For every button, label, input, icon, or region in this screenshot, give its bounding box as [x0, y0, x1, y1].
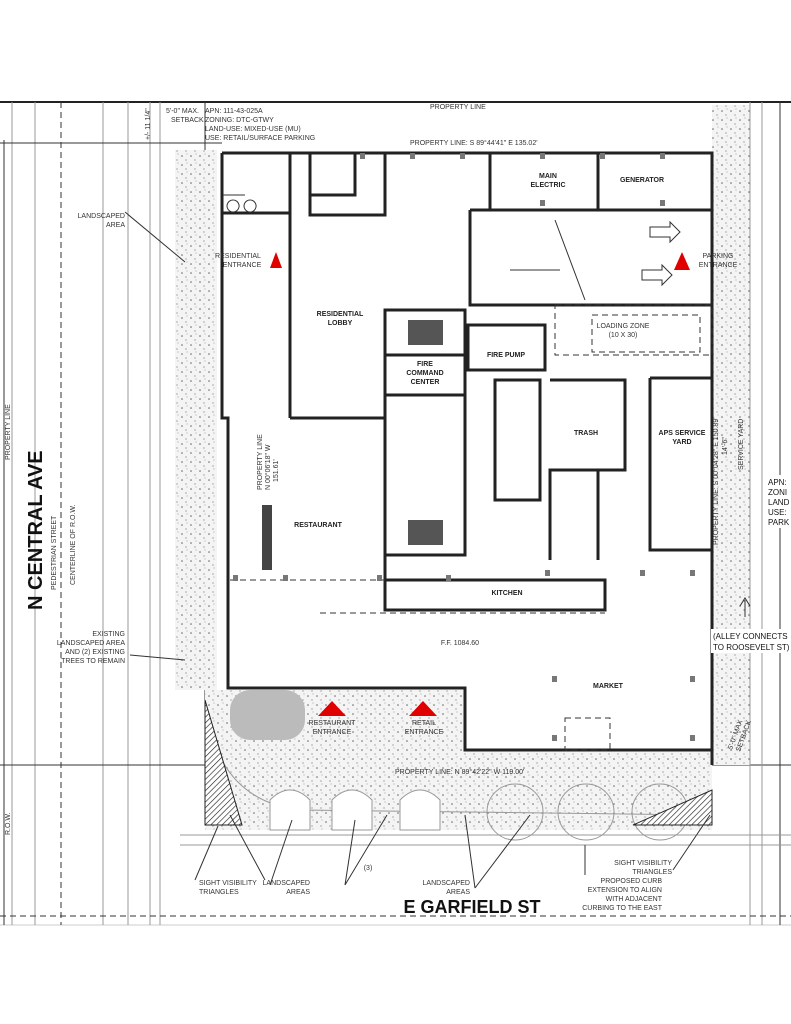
sight-triangle-left: [204, 699, 243, 826]
residential-entrance-marker-icon: [270, 252, 282, 268]
bicycle-icon: [223, 194, 257, 213]
building-outline: [220, 151, 714, 765]
sight-triangle-right: [632, 789, 713, 826]
sight-triangles-left-callout: SIGHT VISIBILITY: [199, 880, 257, 887]
landscaped-areas-callout-2b: AREAS: [446, 889, 470, 896]
restaurant-entrance-label: RESTAURANT: [309, 720, 357, 727]
centerline-label: CENTERLINE OF R.O.W.: [70, 504, 77, 585]
residential-entrance-label: RESIDENTIAL: [215, 253, 261, 260]
neighbor-land-use: LAND: [768, 498, 790, 507]
room-residential-lobby: RESIDENTIAL: [317, 311, 364, 318]
neighbor-use: USE:: [768, 508, 787, 517]
room-restaurant: RESTAURANT: [294, 522, 342, 529]
neighbor-use-2: PARK: [768, 518, 790, 527]
curb-extension-callout-4: CURBING TO THE EAST: [582, 905, 662, 912]
service-yard-dim-label: SERVICE YARD: [738, 419, 745, 470]
neighbor-info-background: [767, 476, 791, 528]
sight-triangles-right-callout: SIGHT VISIBILITY: [614, 860, 672, 867]
curb-extension-callout-3: WITH ADJACENT: [606, 896, 663, 903]
room-fire-command-center-3: CENTER: [411, 379, 440, 386]
alley-east: [712, 102, 781, 925]
alley-arrow-icon: [739, 597, 751, 617]
property-line-east-label: PROPERTY LINE: S 00°04'28" E 150.89': [712, 417, 720, 545]
room-residential-lobby-2: LOBBY: [328, 320, 353, 327]
columns: [233, 153, 695, 741]
landscape-strip-west: [175, 150, 217, 690]
parking-entrance-label: PARKING: [703, 253, 734, 260]
restaurant-entrance-marker-icon: [318, 701, 346, 716]
room-generator: GENERATOR: [620, 177, 664, 184]
property-line-west-bearing: N 00°06'18" W: [264, 444, 272, 490]
landscaped-area-callout: LANDSCAPED: [78, 213, 125, 220]
existing-landscape-callout-3: AND (2) EXISTING: [65, 649, 125, 656]
finish-floor-elevation: F.F. 1084.60: [441, 640, 479, 647]
room-market: MARKET: [593, 683, 624, 690]
room-loading-zone-2: (10 X 30): [609, 332, 638, 339]
setback-top-label: 5'-0" MAX.: [166, 108, 199, 115]
retail-entrance-label-2: ENTRANCE: [405, 729, 444, 736]
room-aps-service-yard: APS SERVICE: [659, 430, 706, 437]
neighbor-zoning: ZONI: [768, 488, 787, 497]
residential-entrance-label-2: ENTRANCE: [223, 262, 262, 269]
parking-entrance-marker-icon: [674, 252, 690, 270]
leader-lines: [124, 211, 711, 889]
room-fire-command-center: FIRE: [417, 361, 433, 368]
row-label: R.O.W.: [5, 812, 12, 835]
existing-landscape-callout-2: LANDSCAPED AREA: [57, 640, 125, 647]
sight-triangles-left-callout-2: TRIANGLES: [199, 889, 239, 896]
dimension-top-label: +/- 11 1/4": [145, 108, 152, 140]
landscaped-area-callout-2: AREA: [106, 222, 125, 229]
landscaped-areas-callout-1b: AREAS: [286, 889, 310, 896]
room-main-electric-2: ELECTRIC: [531, 182, 566, 189]
service-yard-width-label: 14'-6": [722, 437, 729, 455]
restaurant-entrance-label-2: ENTRANCE: [313, 729, 352, 736]
property-line-west-label: PROPERTY LINE: [257, 434, 264, 490]
street-name-south: E GARFIELD ST: [403, 897, 540, 917]
room-trash: TRASH: [574, 430, 598, 437]
property-line-west-length: 151.61': [273, 459, 280, 482]
setback-top-label-2: SETBACK: [171, 117, 204, 124]
property-line-top-label: PROPERTY LINE: [430, 104, 486, 111]
neighbor-apn: APN:: [768, 478, 787, 487]
property-line-south-label: PROPERTY LINE: N 89°42'22" W 119.00': [395, 768, 524, 776]
sight-triangles-right-callout-2: TRIANGLES: [632, 869, 672, 876]
alley-note: (ALLEY CONNECTS: [713, 632, 788, 641]
interior-walls: [222, 153, 713, 614]
property-line-north-label: PROPERTY LINE: S 89°44'41" E 135.02': [410, 139, 538, 147]
alley-note-background: [711, 629, 790, 653]
retail-entrance-label: RETAIL: [412, 720, 436, 727]
room-fire-command-center-2: COMMAND: [406, 370, 443, 377]
parking-arrows-icon: [641, 220, 681, 287]
existing-landscape-callout: EXISTING: [92, 631, 125, 638]
apn-label: APN: 111-43-025A: [205, 108, 263, 115]
neighbor-east-info: APN: ZONI LAND USE: PARK: [767, 476, 791, 528]
restaurant-patio: [230, 690, 305, 740]
room-kitchen: KITCHEN: [491, 590, 522, 597]
room-loading-zone: LOADING ZONE: [597, 323, 650, 330]
market-counter: [564, 717, 611, 751]
room-aps-service-yard-2: YARD: [672, 439, 691, 446]
room-fire-pump: FIRE PUMP: [487, 352, 525, 359]
use-label: USE: RETAIL/SURFACE PARKING: [205, 135, 315, 142]
count-callout: (3): [364, 865, 373, 872]
room-main-electric: MAIN: [539, 173, 557, 180]
existing-landscape-callout-4: TREES TO REMAIN: [61, 658, 125, 665]
retail-entrance-marker-icon: [409, 701, 437, 716]
curb-extension-callout-2: EXTENSION TO ALIGN: [588, 887, 662, 894]
landscaped-areas-callout-1: LANDSCAPED: [263, 880, 310, 887]
curb-extension-callout: PROPOSED CURB: [601, 878, 663, 885]
land-use-label: LAND-USE: MIXED-USE (MU): [205, 126, 301, 133]
landscaped-areas-callout-2: LANDSCAPED: [423, 880, 470, 887]
zoning-label: ZONING: DTC-GTWY: [205, 117, 274, 124]
west-property-line-label: PROPERTY LINE: [5, 404, 12, 460]
parking-entrance-label-2: ENTRANCE: [699, 262, 738, 269]
street-type-west: PEDESTRIAN STREET: [51, 515, 58, 590]
street-name-west: N CENTRAL AVE: [25, 450, 47, 610]
alley-note-2: TO ROOSEVELT ST): [713, 643, 790, 652]
